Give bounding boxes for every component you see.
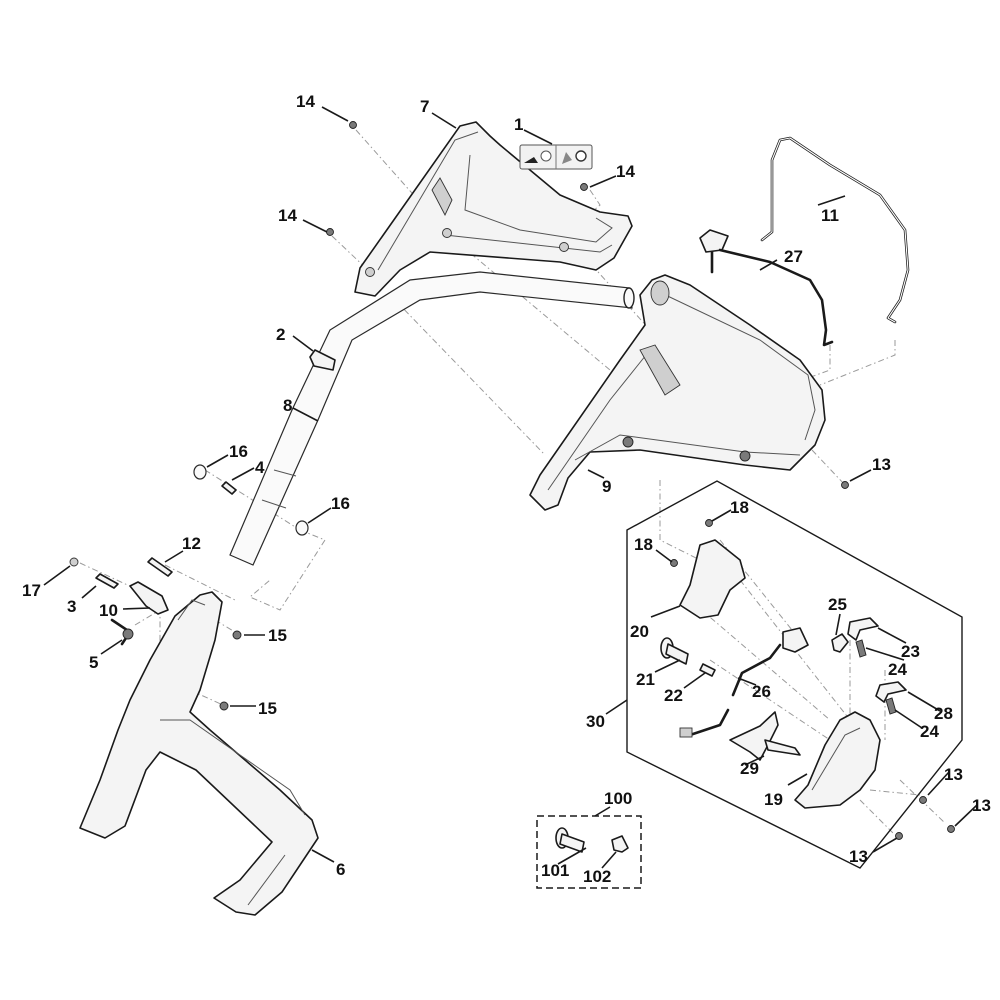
leader-lines bbox=[43, 106, 978, 869]
callout-15: 15 bbox=[258, 699, 277, 718]
callout-24: 24 bbox=[920, 722, 939, 741]
left-small-parts bbox=[69, 464, 309, 711]
part-13-screws bbox=[841, 481, 955, 840]
callout-5: 5 bbox=[89, 653, 98, 672]
callout-29: 29 bbox=[740, 759, 759, 778]
assembly-30-parts bbox=[660, 519, 907, 809]
callout-11: 11 bbox=[821, 206, 839, 225]
callout-7: 7 bbox=[420, 97, 429, 116]
callout-12: 12 bbox=[182, 534, 201, 553]
callout-16: 16 bbox=[229, 442, 248, 461]
callout-28: 28 bbox=[934, 704, 953, 723]
callout-14: 14 bbox=[616, 162, 635, 181]
callout-21: 21 bbox=[636, 670, 655, 689]
callout-10: 10 bbox=[99, 601, 118, 620]
callout-13: 13 bbox=[972, 796, 991, 815]
callout-4: 4 bbox=[255, 458, 265, 477]
assembly-30-outline bbox=[626, 480, 963, 869]
part-27-cable bbox=[699, 229, 834, 347]
lever-release-icon bbox=[562, 152, 572, 164]
callout-30: 30 bbox=[586, 712, 605, 731]
callout-18: 18 bbox=[730, 498, 749, 517]
callout-13: 13 bbox=[872, 455, 891, 474]
callout-1: 1 bbox=[514, 115, 523, 134]
rotate-circle-icon bbox=[575, 150, 587, 162]
lever-pull-icon bbox=[524, 157, 538, 163]
callout-2: 2 bbox=[276, 325, 285, 344]
callout-9: 9 bbox=[602, 477, 611, 496]
callout-8: 8 bbox=[283, 396, 292, 415]
callout-100: 100 bbox=[604, 789, 632, 808]
callout-3: 3 bbox=[67, 597, 76, 616]
callout-17: 17 bbox=[22, 581, 41, 600]
part-8-handle-tube bbox=[229, 271, 635, 566]
callout-13: 13 bbox=[944, 765, 963, 784]
callout-25: 25 bbox=[828, 595, 847, 614]
minus-circle-icon bbox=[540, 150, 552, 162]
callout-14: 14 bbox=[296, 92, 315, 111]
part-14-screws bbox=[326, 121, 588, 236]
callout-15: 15 bbox=[268, 626, 287, 645]
callout-18: 18 bbox=[634, 535, 653, 554]
part-9-upper-handle bbox=[529, 274, 826, 511]
callout-6: 6 bbox=[336, 860, 345, 879]
callout-19: 19 bbox=[764, 790, 783, 809]
callout-13: 13 bbox=[849, 847, 868, 866]
part-11-control-bail bbox=[760, 136, 910, 324]
kit-100-parts bbox=[555, 827, 629, 853]
part-2-plug bbox=[309, 349, 336, 371]
callout-102: 102 bbox=[583, 867, 611, 886]
callout-22: 22 bbox=[664, 686, 683, 705]
callout-24: 24 bbox=[888, 660, 907, 679]
callout-101: 101 bbox=[541, 861, 569, 880]
callout-27: 27 bbox=[784, 247, 803, 266]
callout-26: 26 bbox=[752, 682, 771, 701]
callout-14: 14 bbox=[278, 206, 297, 225]
callout-23: 23 bbox=[901, 642, 920, 661]
part-7-handle-cover bbox=[354, 121, 633, 297]
callout-20: 20 bbox=[630, 622, 649, 641]
part-6-lower-handle bbox=[79, 591, 319, 916]
callout-16: 16 bbox=[331, 494, 350, 513]
part-1-instruction-decal bbox=[519, 144, 593, 170]
